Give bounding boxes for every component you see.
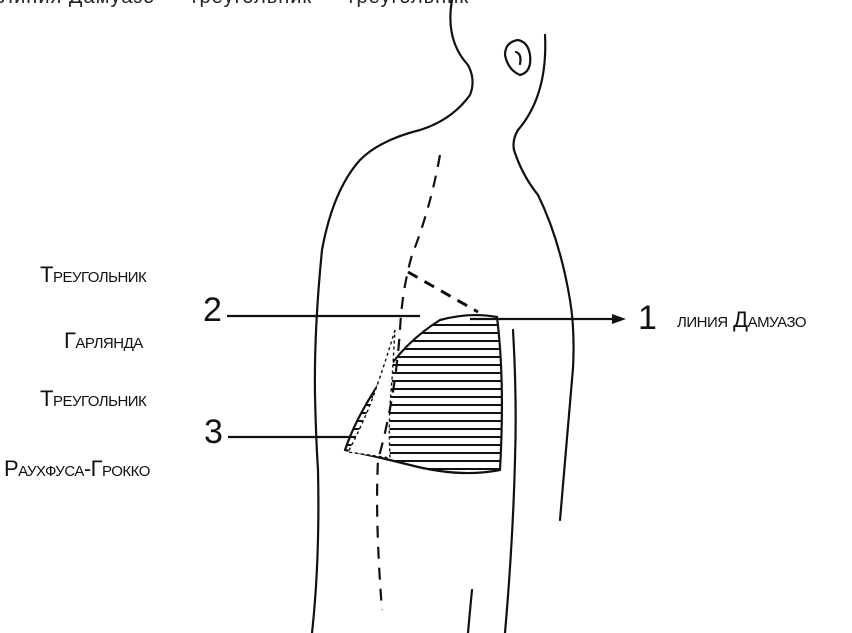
garland-label-line1: Треугольник xyxy=(40,262,146,288)
garland-triangle-dashes xyxy=(408,272,478,312)
ear-inner xyxy=(516,52,521,64)
garland-number: 2 xyxy=(203,291,221,330)
damoiseau-number: 1 xyxy=(638,299,656,338)
rauchfuss-label-line2: Раухфуса-Грокко xyxy=(4,456,150,482)
lower-back xyxy=(468,590,472,633)
arm-contour xyxy=(560,368,573,520)
damoiseau-line-label: линия Дамуазо xyxy=(677,307,806,333)
rauchfuss-number: 3 xyxy=(204,413,222,452)
rauchfuss-label-line1: Треугольник xyxy=(40,386,146,412)
back-contour xyxy=(505,330,516,633)
garland-label-line2: Гарлянда xyxy=(64,328,143,354)
pointer-arrow-1 xyxy=(612,314,626,324)
ear-outline xyxy=(505,40,530,75)
